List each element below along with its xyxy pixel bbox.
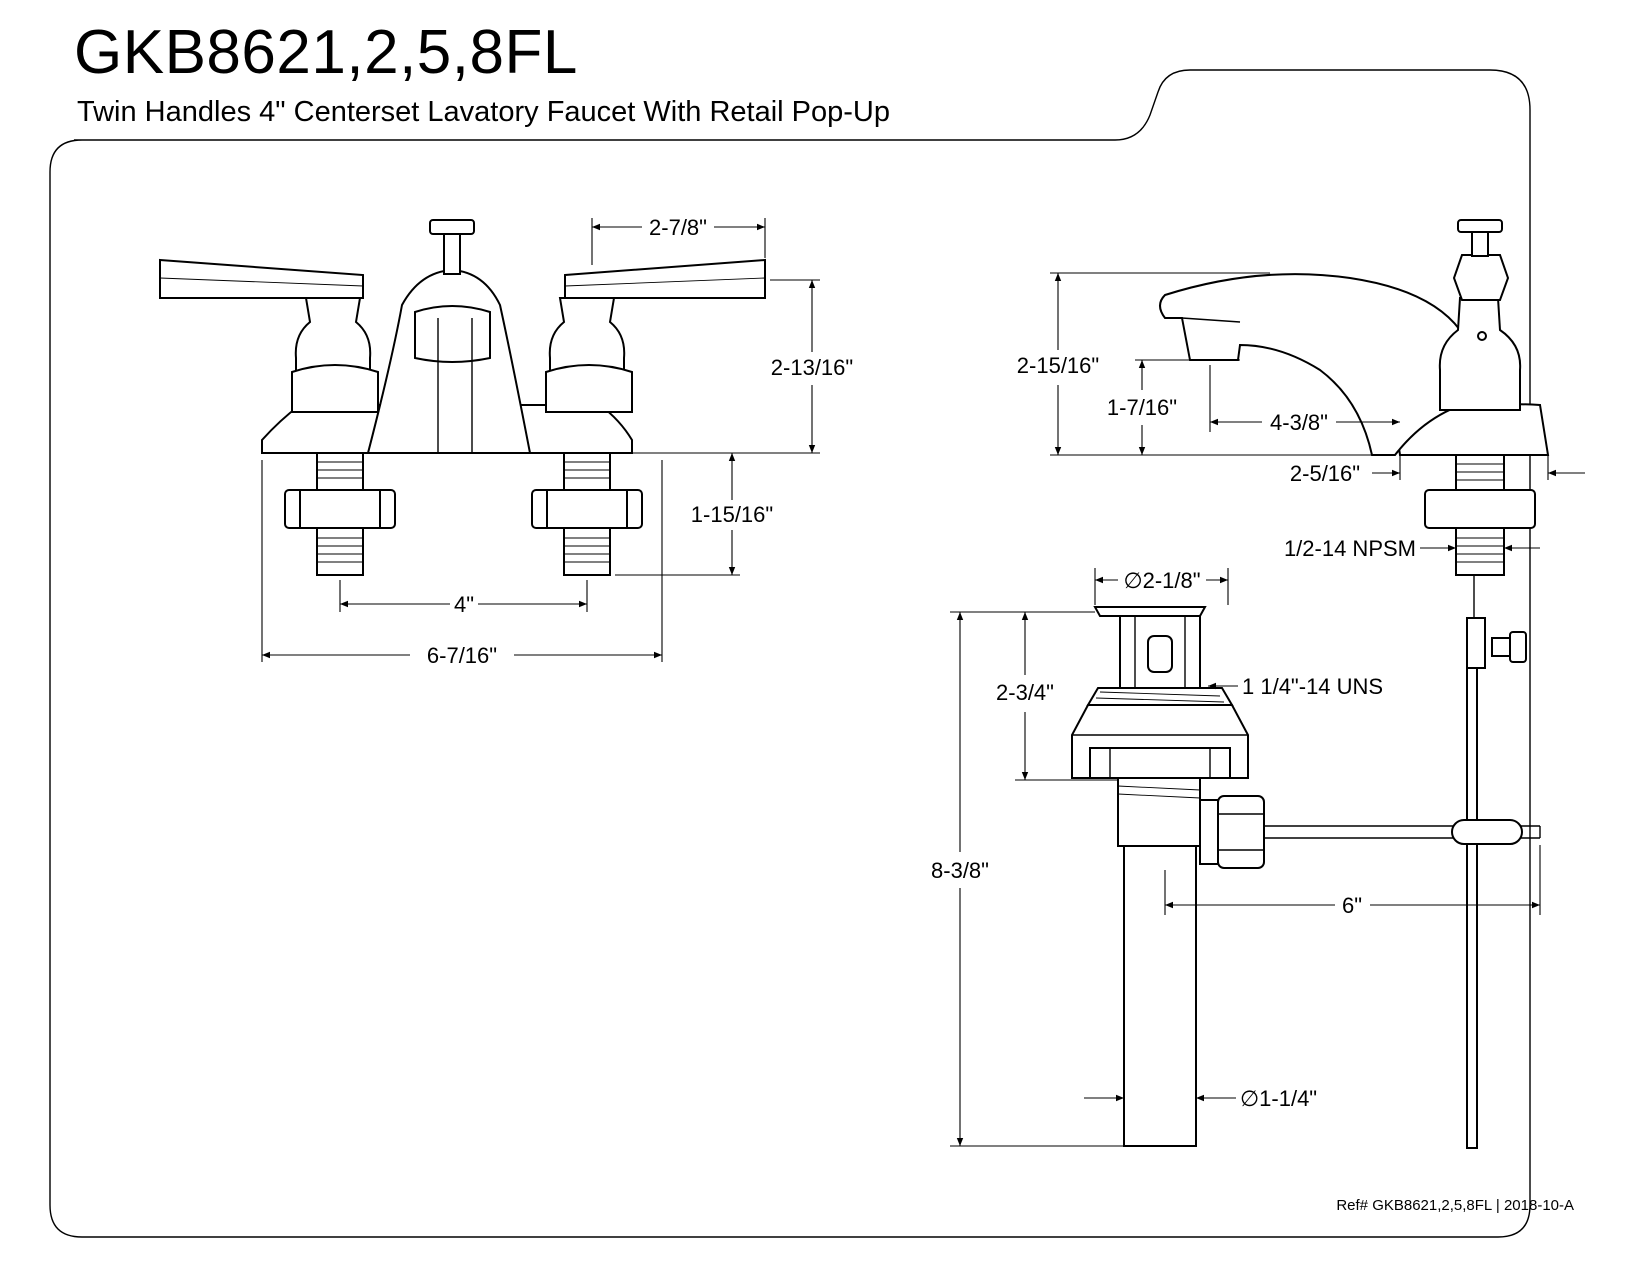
popup-knob <box>429 219 475 235</box>
callout-label-drain-thread: 1 1/4"-14 UNS <box>1242 674 1383 699</box>
side-popup-stem <box>1471 231 1489 257</box>
dim-front-height: 2-13/16" <box>632 279 853 454</box>
drain-tailpiece <box>1123 845 1197 1147</box>
right-handle-lever <box>564 258 766 299</box>
lift-rod-assembly <box>1466 575 1527 1149</box>
dim-label-handle-reach: 2-7/8" <box>649 215 707 240</box>
dim-label-spout-clearance: 1-7/16" <box>1107 395 1177 420</box>
callout-label-supply-thread: 1/2-14 NPSM <box>1284 536 1416 561</box>
dim-label-shank-length: 1-15/16" <box>691 502 773 527</box>
dim-overall-width: 6-7/16" <box>261 460 663 668</box>
dim-label-front-height: 2-13/16" <box>771 355 853 380</box>
left-handle-lever <box>159 258 364 299</box>
dim-side-height: 2-15/16" <box>1017 272 1375 456</box>
dim-label-pivot-rod-length: 6" <box>1342 893 1362 918</box>
popup-stem <box>443 233 461 275</box>
dim-flange-diameter: ∅2-1/8" <box>1094 568 1229 605</box>
dim-label-overall-width: 6-7/16" <box>427 643 497 668</box>
drain-thread-section <box>1086 687 1234 706</box>
dim-base-depth: 2-5/16" <box>1290 455 1585 486</box>
pivot-rod <box>1264 819 1541 845</box>
dim-label-center-spacing: 4" <box>454 592 474 617</box>
dim-tailpiece-diameter: ∅1-1/4" <box>1084 1086 1317 1111</box>
drain-flange <box>1093 606 1207 617</box>
side-popup-knob <box>1457 219 1503 233</box>
callout-supply-thread: 1/2-14 NPSM <box>1284 536 1540 561</box>
dim-label-drain-total-length: 8-3/8" <box>931 858 989 883</box>
spout-aerator <box>414 305 491 363</box>
dim-drain-total-length: 8-3/8" <box>931 611 1124 1147</box>
dim-spout-reach: 4-3/8" <box>1209 365 1400 435</box>
dim-label-side-height: 2-15/16" <box>1017 353 1099 378</box>
side-handle-top <box>1452 254 1510 301</box>
callout-drain-thread: 1 1/4"-14 UNS <box>1208 674 1383 699</box>
dim-label-spout-reach: 4-3/8" <box>1270 410 1328 435</box>
faucet-front-view: 2-7/8" 2-13/16" 1-15/16" <box>159 215 853 668</box>
dim-label-base-depth: 2-5/16" <box>1290 461 1360 486</box>
popup-drain-assembly: ∅2-1/8" 1 1/4"-14 UNS 2-3/4" 8-3 <box>931 568 1541 1147</box>
drawing-frame <box>49 69 1531 1238</box>
dim-drain-body-height: 2-3/4" <box>996 611 1118 781</box>
dim-spout-clearance: 1-7/16" <box>1107 359 1240 455</box>
dim-pivot-rod-length: 6" <box>1164 845 1541 918</box>
left-shank <box>284 452 396 576</box>
model-title: GKB8621,2,5,8FL <box>74 18 578 87</box>
pivot-rod-nut <box>1199 795 1265 869</box>
dim-label-flange-diameter: ∅2-1/8" <box>1123 568 1200 593</box>
dim-label-tailpiece-diameter: ∅1-1/4" <box>1240 1086 1317 1111</box>
faucet-side-view: 2-15/16" 1-7/16" 4-3/8" <box>1017 219 1585 1149</box>
side-handle-body <box>1438 297 1522 411</box>
dim-label-drain-body-height: 2-3/4" <box>996 680 1054 705</box>
dim-center-spacing: 4" <box>339 580 588 617</box>
dim-shank-length: 1-15/16" <box>615 453 773 576</box>
side-shank <box>1424 454 1536 576</box>
reference-footer: Ref# GKB8621,2,5,8FL | 2018-10-A <box>1336 1197 1574 1214</box>
right-shank <box>531 452 643 576</box>
dim-handle-reach: 2-7/8" <box>591 215 766 265</box>
product-subtitle: Twin Handles 4" Centerset Lavatory Fauce… <box>77 96 890 128</box>
